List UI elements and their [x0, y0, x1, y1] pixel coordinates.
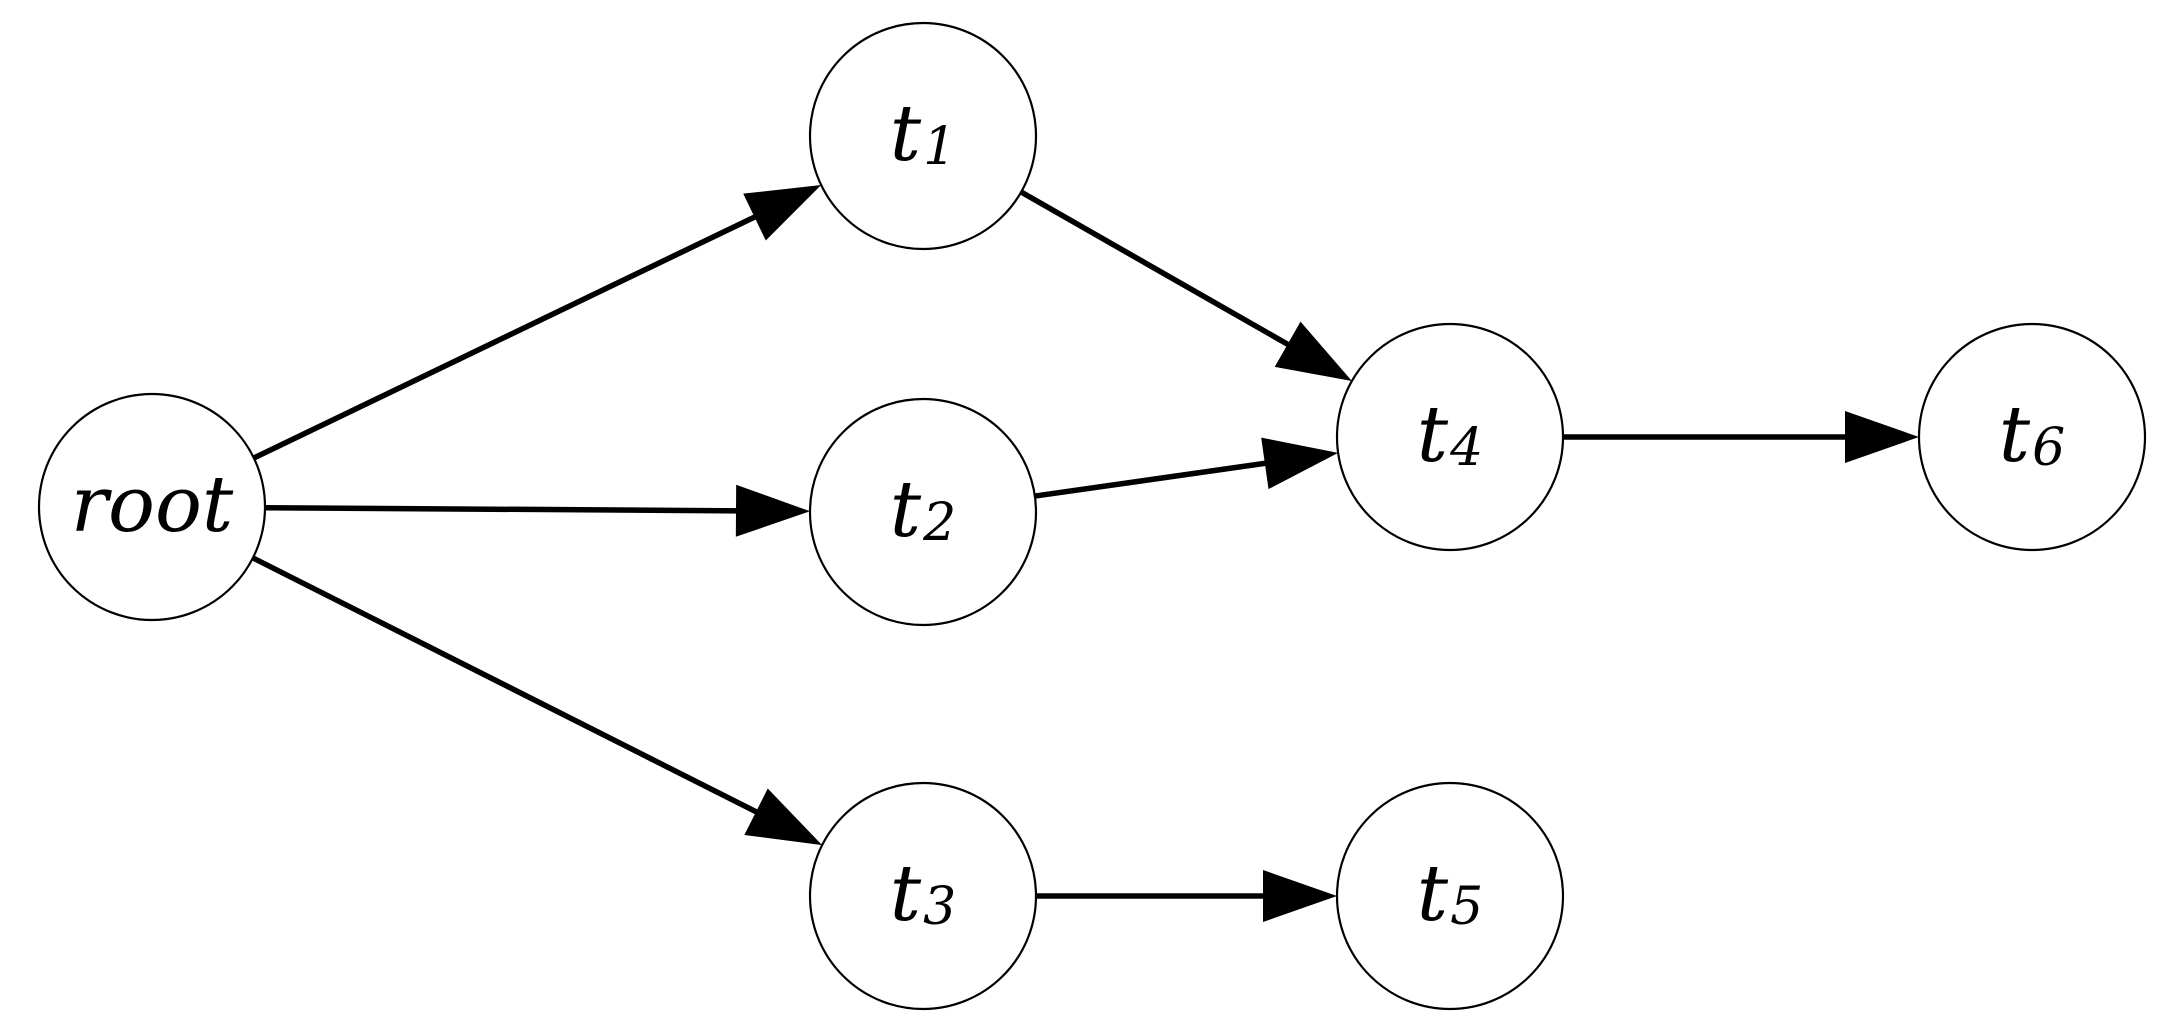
node-circle — [808, 397, 1038, 627]
edge-root-to-t3 — [250, 555, 823, 846]
node-label-main: t — [1417, 390, 1449, 480]
node-circle — [1917, 322, 2147, 552]
node-t3: t3 — [808, 781, 1038, 1011]
node-label-main: t — [1999, 390, 2031, 480]
node-label-main: t — [890, 849, 922, 939]
arrowhead — [744, 788, 823, 846]
edge-line — [262, 504, 745, 514]
node-label: t2 — [890, 465, 956, 555]
node-root: root — [37, 392, 267, 622]
node-label-subscript: 1 — [923, 117, 956, 177]
node-label: t3 — [890, 849, 956, 939]
node-t6: t6 — [1917, 322, 2147, 552]
node-label-subscript: 6 — [2032, 418, 2065, 478]
node-label-main: root — [71, 460, 234, 550]
edges-layer — [250, 184, 1919, 922]
edge-line — [251, 211, 763, 461]
node-label: t4 — [1417, 390, 1483, 480]
node-label-main: t — [890, 89, 922, 179]
edge-line — [250, 555, 765, 818]
node-label-subscript: 5 — [1450, 877, 1483, 937]
node-circle — [1335, 322, 1565, 552]
node-circle — [37, 392, 267, 622]
edge-t3-to-t5 — [1033, 870, 1337, 922]
node-label-main: t — [1417, 849, 1449, 939]
arrowhead — [1845, 411, 1919, 463]
node-label: t1 — [890, 89, 956, 179]
edge-line — [1032, 459, 1274, 499]
node-circle — [808, 781, 1038, 1011]
node-t1: t1 — [808, 21, 1038, 251]
node-t5: t5 — [1335, 781, 1565, 1011]
arrowhead — [1274, 321, 1352, 381]
node-label-subscript: 4 — [1449, 418, 1483, 478]
node-label-subscript: 2 — [922, 493, 956, 553]
edge-t1-to-t4 — [1018, 189, 1352, 381]
node-label-main: t — [890, 465, 922, 555]
arrowhead — [1263, 870, 1337, 922]
node-t2: t2 — [808, 397, 1038, 627]
node-t4: t4 — [1335, 322, 1565, 552]
edge-root-to-t2 — [262, 484, 811, 537]
edge-t2-to-t4 — [1032, 437, 1339, 499]
edge-line — [1018, 189, 1296, 350]
node-label: t6 — [1999, 390, 2065, 480]
arrowhead — [743, 184, 822, 241]
edge-root-to-t1 — [251, 184, 822, 461]
node-label: t5 — [1417, 849, 1483, 939]
node-label: root — [71, 460, 234, 550]
node-circle — [1335, 781, 1565, 1011]
arrowhead — [735, 484, 811, 537]
edge-t4-to-t6 — [1560, 411, 1919, 463]
node-label-subscript: 3 — [923, 877, 956, 937]
node-circle — [808, 21, 1038, 251]
arrowhead — [1261, 437, 1339, 490]
